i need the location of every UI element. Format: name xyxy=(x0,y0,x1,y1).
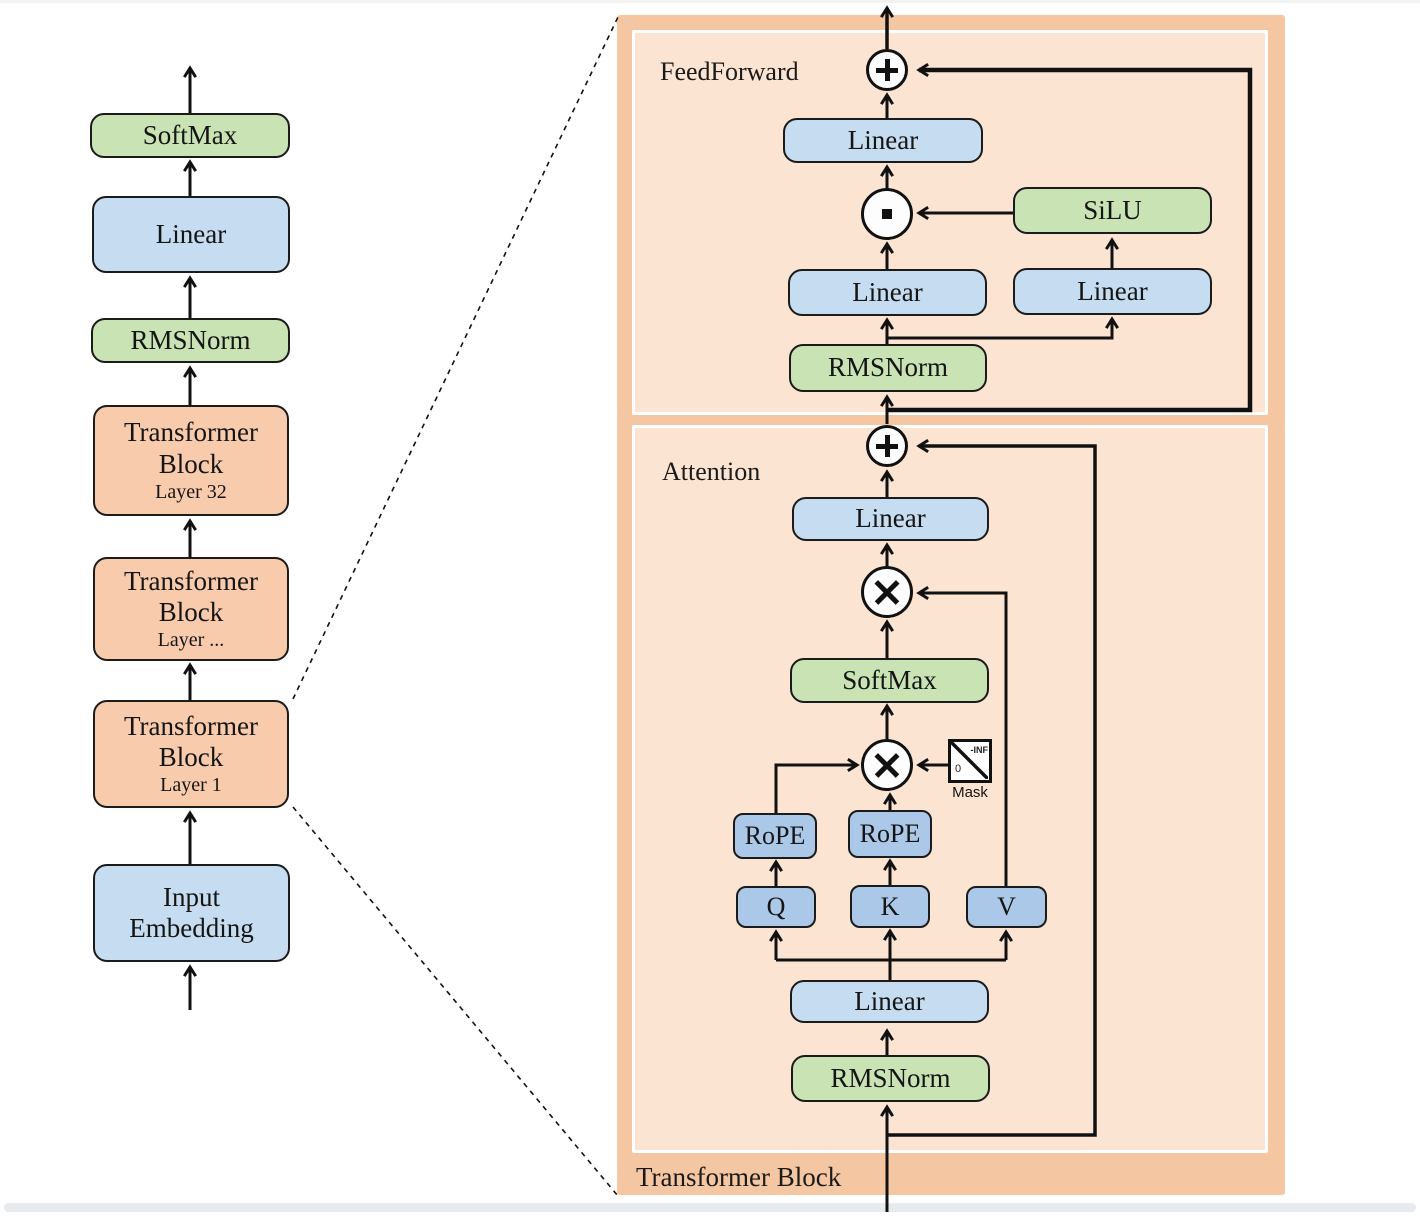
ff-linear-top-block: Linear xyxy=(783,118,983,163)
attention-label: Attention xyxy=(662,457,761,486)
tb1-line2: Block xyxy=(158,742,224,772)
transformer-block-layer-1: Transformer Block Layer 1 xyxy=(93,700,289,808)
ff-silu-text: SiLU xyxy=(1083,194,1142,225)
rope-q-block: RoPE xyxy=(733,813,817,859)
ff-linear-right-block: Linear xyxy=(1013,268,1212,315)
feedforward-label: FeedForward xyxy=(660,57,799,86)
tb1-line3: Layer 1 xyxy=(160,774,222,797)
input-embedding-line2: Embedding xyxy=(129,913,254,943)
mask-diagonal xyxy=(951,742,988,779)
window-top-edge xyxy=(0,0,1420,3)
q-block: Q xyxy=(736,886,816,928)
attn-residual-connection xyxy=(887,439,1097,1137)
input-embedding-block: Input Embedding xyxy=(93,864,290,962)
mask-icon: -INF 0 xyxy=(948,739,992,783)
ff-linear-right-text: Linear xyxy=(1077,275,1148,306)
k-text: K xyxy=(880,891,900,921)
left-rmsnorm-text: RMSNorm xyxy=(130,324,251,355)
ff-add-icon xyxy=(866,49,908,91)
attn-linear-out-block: Linear xyxy=(792,497,989,541)
attn-softmax-text: SoftMax xyxy=(842,664,937,695)
transformer-block-layer-mid: Transformer Block Layer ... xyxy=(93,557,289,661)
rope-k-block: RoPE xyxy=(848,810,932,858)
attn-linear-out-text: Linear xyxy=(855,503,926,534)
zoom-guide-bottom xyxy=(292,806,619,1197)
tbmid-line1: Transformer xyxy=(124,565,258,596)
attn-rmsnorm-text: RMSNorm xyxy=(830,1062,951,1093)
q-text: Q xyxy=(766,892,786,922)
v-block: V xyxy=(966,886,1047,928)
branch-ffrmsnorm-rightlinear xyxy=(887,316,1119,340)
v-path-to-matmul xyxy=(916,586,1008,886)
tb32-line2: Block xyxy=(158,448,224,479)
attention-section xyxy=(632,425,1268,1153)
tb1-line1: Transformer xyxy=(124,710,258,741)
ff-residual-connection xyxy=(887,63,1253,413)
tb32-line3: Layer 32 xyxy=(155,480,227,503)
ff-rmsnorm-text: RMSNorm xyxy=(827,352,949,383)
attn-rmsnorm-block: RMSNorm xyxy=(791,1055,990,1102)
rope-k-text: RoPE xyxy=(859,819,921,849)
ff-linear-left-block: Linear xyxy=(788,269,987,316)
ff-linear-top-text: Linear xyxy=(847,124,919,155)
left-linear-block: Linear xyxy=(92,196,290,273)
left-rmsnorm-block: RMSNorm xyxy=(91,318,290,363)
ff-silu-block: SiLU xyxy=(1013,187,1212,234)
attn-softmax-block: SoftMax xyxy=(790,658,989,703)
transformer-block-layer-32: Transformer Block Layer 32 xyxy=(93,405,289,516)
tbmid-line3: Layer ... xyxy=(157,629,225,652)
ff-linear-left-text: Linear xyxy=(852,276,923,307)
plus-bar xyxy=(884,59,890,81)
left-linear-text: Linear xyxy=(155,218,227,249)
transformer-block-label: Transformer Block xyxy=(636,1162,842,1192)
attn-matmul-v-icon xyxy=(861,566,913,618)
ff-rmsnorm-block: RMSNorm xyxy=(789,344,987,392)
attn-add-icon xyxy=(866,425,908,467)
attn-linear-in-block: Linear xyxy=(790,980,989,1023)
mask-zero-text: 0 xyxy=(955,763,962,775)
mask-node: -INF 0 Mask xyxy=(944,739,996,801)
ropeq-path-to-matmul xyxy=(774,758,860,813)
tb32-line1: Transformer xyxy=(124,417,258,448)
mask-label: Mask xyxy=(952,784,988,801)
zoom-guide-top xyxy=(292,16,619,700)
attn-matmul-qk-icon xyxy=(861,739,913,791)
tbmid-line2: Block xyxy=(158,597,224,627)
window-bottom-edge xyxy=(4,1203,1416,1212)
rope-q-text: RoPE xyxy=(744,821,806,851)
dot-square xyxy=(882,209,892,219)
left-softmax-block: SoftMax xyxy=(90,113,290,158)
left-softmax-text: SoftMax xyxy=(142,119,238,150)
v-text: V xyxy=(997,892,1016,922)
k-block: K xyxy=(850,885,930,928)
mask-inf-text: -INF xyxy=(970,745,989,755)
ff-elementwise-product-icon xyxy=(861,188,913,240)
plus-bar xyxy=(884,435,890,457)
input-embedding-line1: Input xyxy=(163,881,220,912)
attn-linear-in-text: Linear xyxy=(854,985,925,1016)
